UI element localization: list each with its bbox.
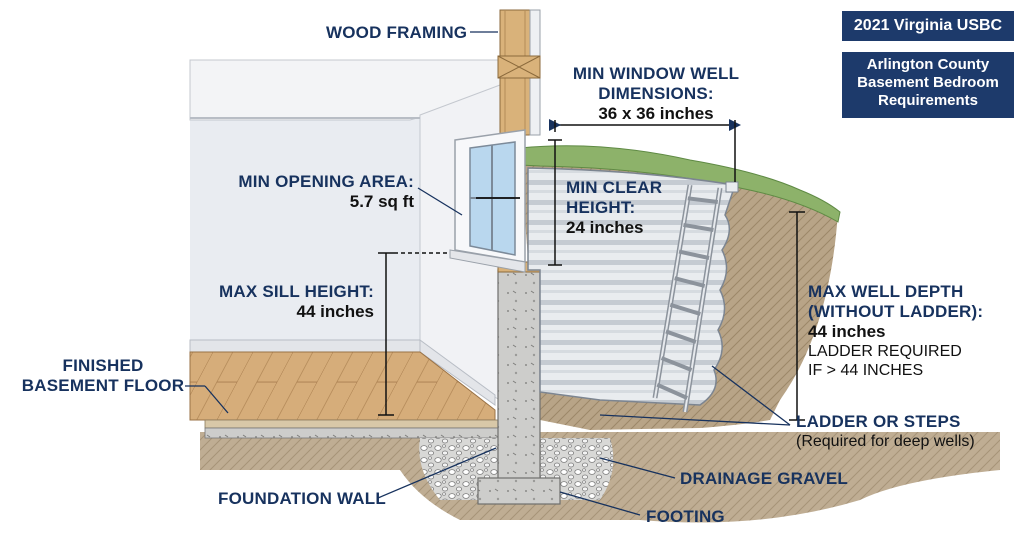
opening-area-title: MIN OPENING AREA: <box>238 172 414 191</box>
finished-floor-label-1: FINISHED <box>62 356 144 375</box>
ladder-rung <box>674 276 706 288</box>
concrete-slab <box>204 427 506 439</box>
opening-area-value: 5.7 sq ft <box>349 192 414 211</box>
window-well-title-2: DIMENSIONS: <box>598 84 714 103</box>
code-badge: 2021 Virginia USBC <box>842 11 1014 41</box>
drainage-gravel-label: DRAINAGE GRAVEL <box>680 469 848 488</box>
ladder-note: (Required for deep wells) <box>796 433 975 450</box>
window-well-value: 36 x 36 inches <box>598 104 714 123</box>
ladder-rung <box>669 302 701 316</box>
ladder-rung <box>683 222 714 232</box>
ladder-rung <box>656 382 688 400</box>
callout-leaders <box>185 31 791 516</box>
well-depth-dimension <box>789 211 805 421</box>
window-well-title-1: MIN WINDOW WELL <box>572 64 740 83</box>
well-depth-note-2: IF > 44 INCHES <box>808 362 924 379</box>
grass-line <box>519 145 841 223</box>
finished-floor <box>189 351 496 421</box>
well-depth-title-2: (WITHOUT LADDER): <box>808 302 984 321</box>
clear-height-dimension <box>548 139 562 266</box>
well-depth-value: 44 inches <box>808 322 886 341</box>
well-depth-title-1: MAX WELL DEPTH <box>808 282 964 301</box>
ladder-rung <box>660 356 693 372</box>
well-depth-note-1: LADDER REQUIRED <box>808 343 962 360</box>
clear-height-title-2: HEIGHT: <box>566 198 636 217</box>
clear-height-title-1: MIN CLEAR <box>566 178 663 197</box>
ladder-rungs <box>656 196 719 400</box>
sill-height-value: 44 inches <box>296 302 375 321</box>
well-dimension-line <box>549 119 741 182</box>
clear-height-value: 24 inches <box>566 218 644 237</box>
egress-ladder <box>652 184 723 413</box>
foundation-wall <box>497 269 541 481</box>
ladder-rung <box>687 196 719 204</box>
finished-floor-label-2: BASEMENT FLOOR <box>21 376 185 395</box>
ladder-rung <box>665 329 697 344</box>
wood-framing-label: WOOD FRAMING <box>326 23 468 42</box>
sill-height-title: MAX SILL HEIGHT: <box>219 282 374 301</box>
jurisdiction-line-1: Arlington County <box>866 56 990 73</box>
jurisdiction-line-3: Requirements <box>877 92 979 109</box>
foundation-wall-label: FOUNDATION WALL <box>218 489 386 508</box>
sill-height-dimension <box>378 252 450 416</box>
jurisdiction-badge: Arlington County Basement Bedroom Requir… <box>842 52 1014 118</box>
jurisdiction-line-2: Basement Bedroom <box>857 74 999 91</box>
ladder-rung <box>678 249 710 260</box>
ladder-label: LADDER OR STEPS <box>796 412 961 431</box>
footing-label: FOOTING <box>646 507 725 526</box>
footing <box>477 477 561 505</box>
